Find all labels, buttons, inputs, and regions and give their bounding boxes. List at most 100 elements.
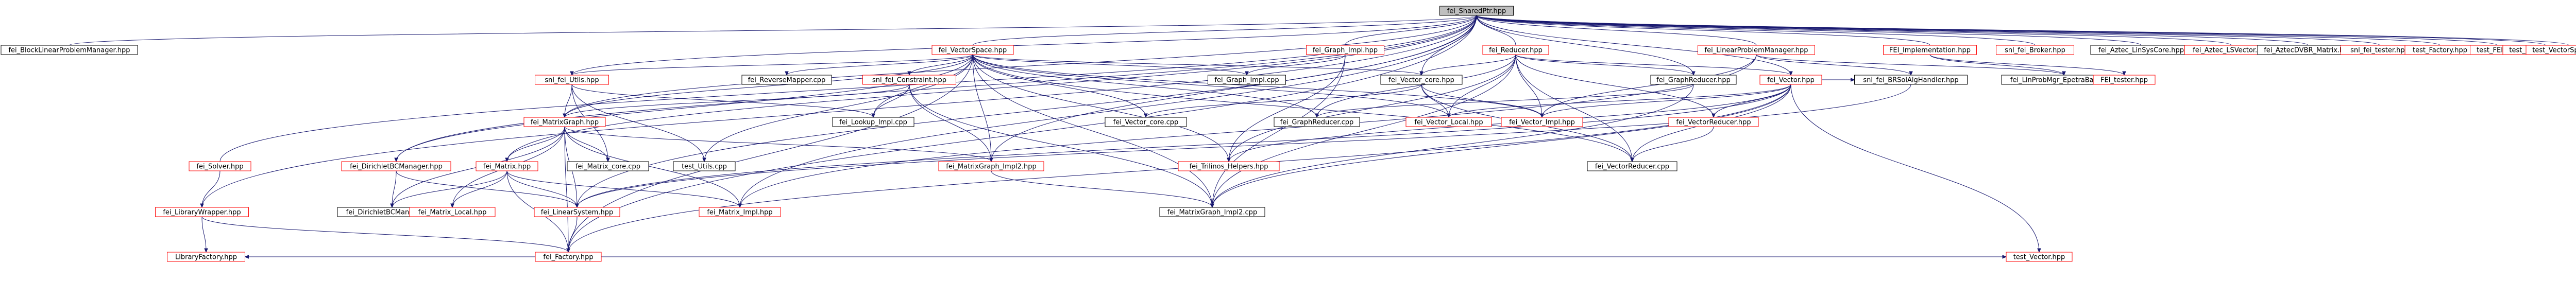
node-box[interactable] — [1759, 75, 1822, 85]
node-box[interactable] — [167, 252, 245, 262]
node-box[interactable] — [832, 117, 914, 127]
dependency-edge — [577, 84, 1911, 208]
graph-node-testfactory[interactable]: test_Factory.hpp — [2404, 45, 2476, 55]
node-box[interactable] — [931, 45, 1014, 55]
node-box[interactable] — [1854, 75, 1968, 85]
graph-node-revmap[interactable]: fei_ReverseMapper.cpp — [741, 75, 832, 85]
node-box[interactable] — [1439, 6, 1514, 16]
graph-node-constraint[interactable]: snl_fei_Constraint.hpp — [862, 75, 956, 85]
graph-node-graphimplc[interactable]: fei_Graph_Impl.cpp — [1208, 75, 1286, 85]
node-box[interactable] — [1274, 117, 1360, 127]
node-box[interactable] — [2093, 75, 2156, 85]
node-box[interactable] — [1650, 75, 1737, 85]
node-box[interactable] — [2006, 252, 2073, 262]
dependency-edge — [1476, 15, 1757, 46]
node-box[interactable] — [476, 161, 538, 171]
graph-node-matrixh[interactable]: fei_Matrix.hpp — [476, 161, 538, 171]
graph-node-feitester[interactable]: FEI_tester.hpp — [2093, 75, 2156, 85]
node-box[interactable] — [1698, 45, 1815, 55]
node-box[interactable] — [673, 161, 736, 171]
node-box[interactable] — [1208, 75, 1286, 85]
edge-arrowhead — [1475, 14, 1479, 20]
graph-node-feiimpl[interactable]: FEI_Implementation.hpp — [1883, 45, 1977, 55]
node-box[interactable] — [534, 207, 620, 217]
graph-node-linsys[interactable]: fei_LinearSystem.hpp — [534, 207, 620, 217]
graph-node-blocklp[interactable]: fei_BlockLinearProblemManager.hpp — [1, 45, 138, 55]
graph-node-dirbc[interactable]: fei_DirichletBCManager.hpp — [341, 161, 451, 171]
graph-node-snltester[interactable]: snl_fei_tester.hpp — [2341, 45, 2419, 55]
node-label: fei_LinearProblemManager.hpp — [1705, 47, 1808, 55]
graph-node-utils[interactable]: snl_fei_Utils.hpp — [535, 75, 609, 85]
graph-node-matgraph[interactable]: fei_MatrixGraph.hpp — [523, 117, 606, 127]
node-box[interactable] — [523, 117, 606, 127]
graph-node-mgimpl2h[interactable]: fei_MatrixGraph_Impl2.hpp — [938, 161, 1044, 171]
node-box[interactable] — [1482, 45, 1549, 55]
graph-node-veclocal[interactable]: fei_Vector_Local.hpp — [1405, 117, 1492, 127]
graph-node-matcore[interactable]: fei_Matrix_core.cpp — [567, 161, 649, 171]
node-box[interactable] — [1, 45, 138, 55]
graph-node-azlvec[interactable]: fei_Aztec_LSVector.hpp — [2184, 45, 2278, 55]
node-box[interactable] — [741, 75, 832, 85]
graph-node-linprobmgr[interactable]: fei_LinearProblemManager.hpp — [1698, 45, 1815, 55]
graph-node-vecimpl[interactable]: fei_Vector_Impl.hpp — [1501, 117, 1583, 127]
graph-node-matlocal[interactable]: fei_Matrix_Local.hpp — [409, 207, 496, 217]
graph-node-snlbroker[interactable]: snl_fei_Broker.hpp — [1996, 45, 2074, 55]
node-box[interactable] — [1587, 161, 1677, 171]
node-box[interactable] — [938, 161, 1044, 171]
graph-node-testvs[interactable]: test_VectorSpace.hpp — [2526, 45, 2576, 55]
node-box[interactable] — [341, 161, 451, 171]
graph-node-solver[interactable]: fei_Solver.hpp — [189, 161, 251, 171]
graph-node-vecredh[interactable]: fei_VectorReducer.hpp — [1668, 117, 1759, 127]
node-box[interactable] — [409, 207, 496, 217]
edge-arrowhead — [738, 203, 742, 208]
node-box[interactable] — [1405, 117, 1492, 127]
node-box[interactable] — [1501, 117, 1583, 127]
edge-arrowhead — [1227, 157, 1231, 163]
graph-node-vectorh[interactable]: fei_Vector.hpp — [1759, 75, 1822, 85]
graph-node-veccorec[interactable]: fei_Vector_core.cpp — [1105, 117, 1187, 127]
graph-node-graphredc[interactable]: fei_GraphReducer.cpp — [1274, 117, 1360, 127]
node-box[interactable] — [1178, 161, 1280, 171]
graph-node-vecspace[interactable]: fei_VectorSpace.hpp — [931, 45, 1014, 55]
node-box[interactable] — [1159, 207, 1265, 217]
graph-node-testvec[interactable]: test_Vector.hpp — [2006, 252, 2073, 262]
node-box[interactable] — [535, 75, 609, 85]
dependency-edge — [1476, 15, 1694, 76]
graph-node-vecredc[interactable]: fei_VectorReducer.cpp — [1587, 161, 1677, 171]
node-box[interactable] — [155, 207, 249, 217]
graph-node-lookupimpl[interactable]: fei_Lookup_Impl.cpp — [832, 117, 914, 127]
node-box[interactable] — [567, 161, 649, 171]
graph-node-trilinos[interactable]: fei_Trilinos_Helpers.hpp — [1178, 161, 1280, 171]
node-box[interactable] — [1105, 117, 1187, 127]
node-box[interactable] — [535, 252, 602, 262]
dependency-edge — [577, 84, 1791, 208]
graph-node-factory[interactable]: fei_Factory.hpp — [535, 252, 602, 262]
graph-node-graphimplh[interactable]: fei_Graph_Impl.hpp — [1306, 45, 1384, 55]
edge-arrowhead — [1315, 113, 1319, 118]
node-box[interactable] — [699, 207, 781, 217]
graph-node-mgimpl2c[interactable]: fei_MatrixGraph_Impl2.cpp — [1159, 207, 1265, 217]
node-box[interactable] — [1668, 117, 1759, 127]
node-box[interactable] — [189, 161, 251, 171]
graph-node-reducer[interactable]: fei_Reducer.hpp — [1482, 45, 1549, 55]
node-label: test_Factory.hpp — [2413, 47, 2467, 55]
graph-node-matimpl[interactable]: fei_Matrix_Impl.hpp — [699, 207, 781, 217]
node-box[interactable] — [1380, 75, 1463, 85]
graph-node-brsolap[interactable]: snl_fei_BRSolAlgHandler.hpp — [1854, 75, 1968, 85]
dependency-edge — [909, 54, 973, 76]
dependency-edge — [972, 54, 1422, 76]
node-box[interactable] — [2526, 45, 2576, 55]
graph-node-testutils[interactable]: test_Utils.cpp — [673, 161, 736, 171]
graph-node-veccoreh[interactable]: fei_Vector_core.hpp — [1380, 75, 1463, 85]
graph-node-shared[interactable]: fei_SharedPtr.hpp — [1439, 6, 1514, 16]
node-box[interactable] — [1996, 45, 2074, 55]
graph-node-azdvbr[interactable]: fei_AztecDVBR_Matrix.hpp — [2257, 45, 2359, 55]
graph-node-libwrap[interactable]: fei_LibraryWrapper.hpp — [155, 207, 249, 217]
node-box[interactable] — [1883, 45, 1977, 55]
graph-node-graphredh[interactable]: fei_GraphReducer.hpp — [1650, 75, 1737, 85]
node-box[interactable] — [862, 75, 956, 85]
graph-node-libfact[interactable]: LibraryFactory.hpp — [167, 252, 245, 262]
graph-node-azlsc[interactable]: fei_Aztec_LinSysCore.hpp — [2090, 45, 2192, 55]
dependency-edge — [1212, 54, 1516, 208]
node-box[interactable] — [1306, 45, 1384, 55]
